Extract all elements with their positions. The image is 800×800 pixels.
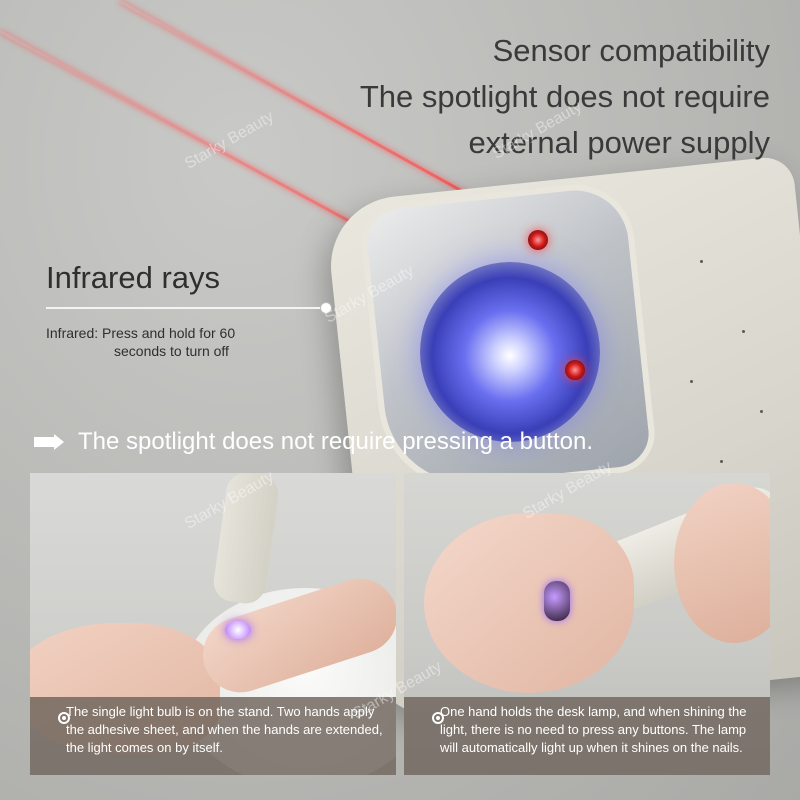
infrared-sensor-bottom: [565, 360, 585, 380]
uv-glow: [225, 621, 251, 639]
photo-panel-handheld: One hand holds the desk lamp, and when s…: [404, 473, 770, 775]
infrared-sensor-top: [528, 230, 548, 250]
arrow-right-icon: [34, 434, 66, 450]
infrared-title: Infrared rays: [46, 260, 221, 295]
headline-line-1: Sensor compatibility: [492, 33, 770, 68]
headline: Sensor compatibility The spotlight does …: [250, 28, 770, 166]
infrared-callout-line: [46, 307, 326, 309]
feature-banner: The spotlight does not require pressing …: [34, 428, 593, 456]
radio-dot-icon: [58, 712, 70, 724]
infrared-description: Infrared: Press and hold for 60 seconds …: [46, 324, 235, 360]
uv-lens: [420, 262, 600, 442]
lamp-speck: [720, 460, 723, 463]
caption-right: One hand holds the desk lamp, and when s…: [418, 703, 760, 757]
caption-right-text: One hand holds the desk lamp, and when s…: [440, 704, 747, 755]
painted-nail: [544, 581, 570, 621]
infrared-desc-line-2: seconds to turn off: [114, 343, 229, 359]
lamp-speck: [742, 330, 745, 333]
radio-dot-icon: [432, 712, 444, 724]
headline-line-3: external power supply: [468, 125, 770, 160]
caption-box-right: One hand holds the desk lamp, and when s…: [404, 697, 770, 775]
caption-left-text: The single light bulb is on the stand. T…: [66, 704, 383, 755]
hand-nails: [424, 513, 634, 693]
infrared-desc-line-1: Infrared: Press and hold for 60: [46, 325, 236, 341]
banner-text: The spotlight does not require pressing …: [78, 428, 593, 455]
infrared-callout-dot: [320, 302, 332, 314]
photo-panel-stand: The single light bulb is on the stand. T…: [30, 473, 396, 775]
headline-line-2: The spotlight does not require: [359, 79, 770, 114]
caption-left: The single light bulb is on the stand. T…: [44, 703, 386, 757]
lamp-speck: [700, 260, 703, 263]
caption-box-left: The single light bulb is on the stand. T…: [30, 697, 396, 775]
lamp-speck: [690, 380, 693, 383]
hand-holding-lamp: [674, 483, 770, 643]
lamp-speck: [760, 410, 763, 413]
